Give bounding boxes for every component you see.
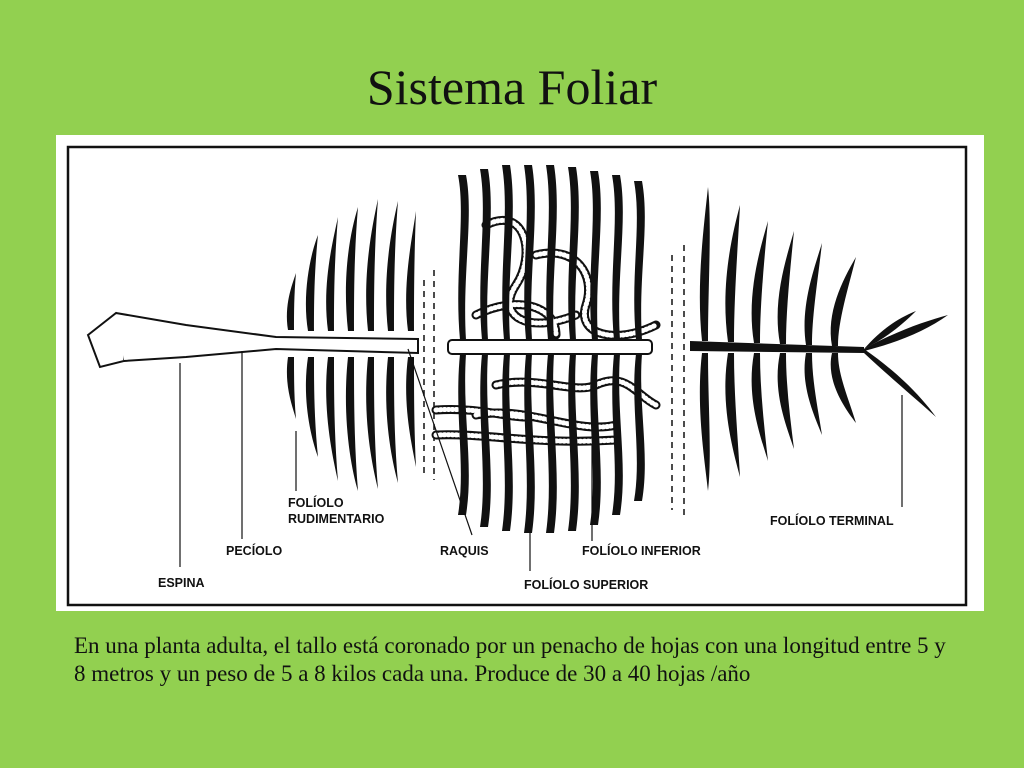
label-pointers [179, 348, 903, 571]
rachis-black [690, 341, 864, 353]
label-foliolo-inferior: FOLÍOLO INFERIOR [582, 543, 701, 558]
section-separators [423, 245, 685, 515]
rudimentary-leaflets [286, 199, 416, 491]
petiole-shape [115, 312, 419, 362]
terminal-side-leaflets [699, 187, 948, 491]
caption-text: En una planta adulta, el tallo está coro… [74, 633, 946, 686]
label-foliolo-rudimentario-2: RUDIMENTARIO [288, 512, 385, 526]
leaf-diagram-svg: FOLÍOLO RUDIMENTARIO PECÍOLO ESPINA RAQU… [66, 145, 968, 607]
label-foliolo-superior: FOLÍOLO SUPERIOR [524, 577, 648, 592]
label-espina: ESPINA [158, 576, 205, 590]
leaf-diagram: FOLÍOLO RUDIMENTARIO PECÍOLO ESPINA RAQU… [56, 135, 984, 611]
label-raquis: RAQUIS [440, 544, 489, 558]
label-foliolo-rudimentario-1: FOLÍOLO [288, 495, 344, 510]
upper-lower-leaflets [458, 165, 645, 533]
label-foliolo-terminal: FOLÍOLO TERMINAL [770, 513, 894, 528]
diagram-frame [66, 145, 968, 607]
label-peciolo: PECÍOLO [226, 543, 283, 558]
slide-title: Sistema Foliar [366, 59, 658, 115]
rachis-segment [447, 339, 653, 355]
